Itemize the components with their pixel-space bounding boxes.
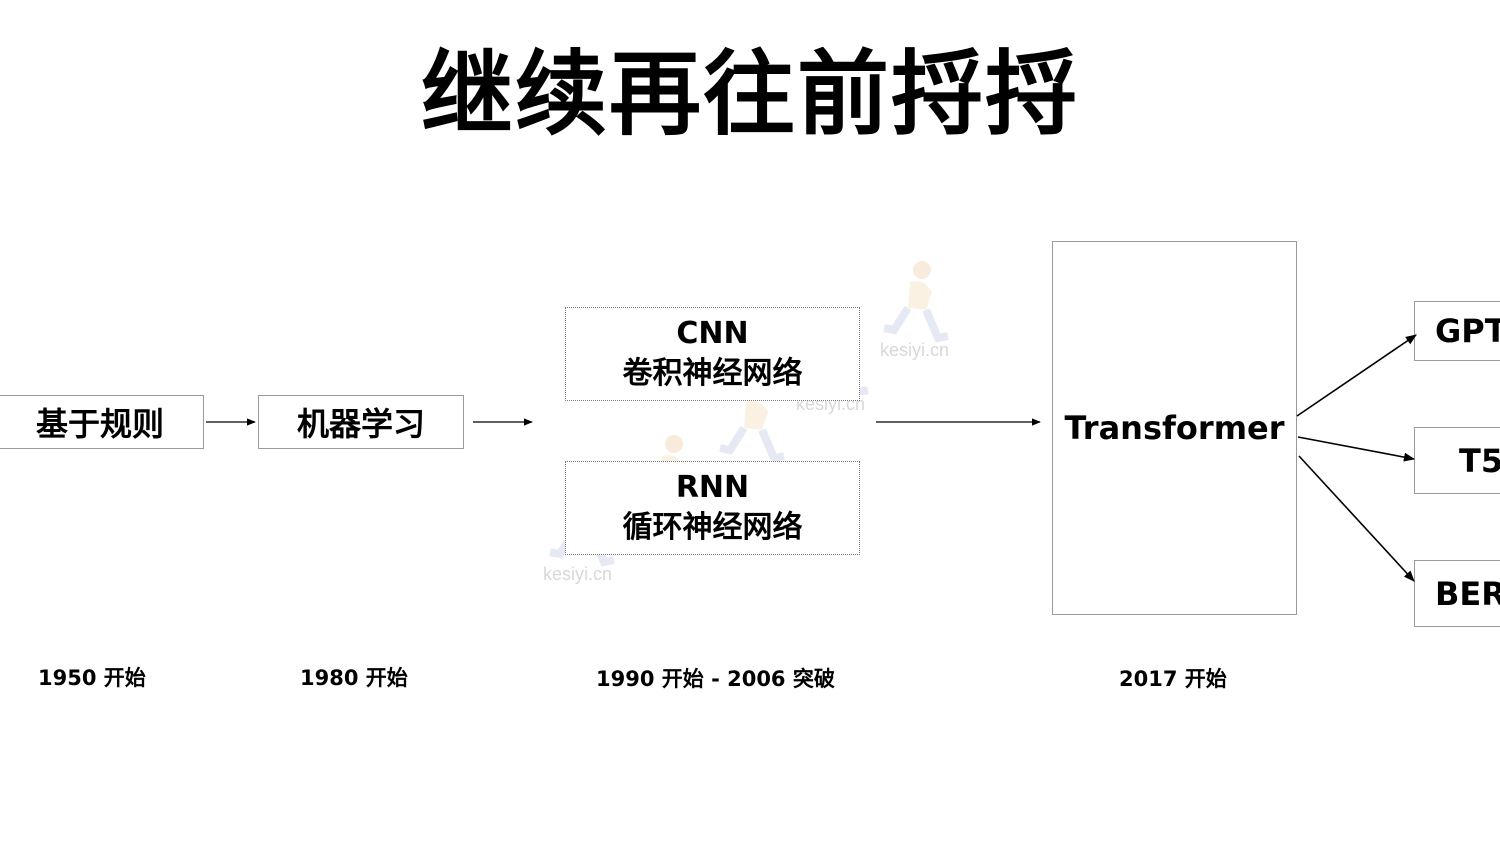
node-transformer-label: Transformer [1064, 409, 1285, 447]
node-gpt-label: GPT [1435, 312, 1500, 350]
node-rule-based-label: 基于规则 [35, 405, 164, 443]
node-t5: T5 [1414, 427, 1500, 494]
node-machine-learning-label: 机器学习 [296, 405, 425, 443]
arrow-transformer-to-bert [1298, 455, 1415, 582]
watermark-runner-icon [883, 261, 949, 343]
node-machine-learning: 机器学习 [258, 395, 464, 449]
date-rule-based: 1950 开始 [38, 666, 146, 690]
date-neural: 1990 开始 - 2006 突破 [596, 667, 835, 691]
node-t5-label: T5 [1459, 441, 1500, 480]
watermark-text: kesiyi.cn [543, 564, 613, 584]
date-transformer: 2017 开始 [1119, 667, 1227, 691]
node-rnn-name: RNN [675, 470, 750, 505]
node-bert: BERT [1414, 560, 1500, 627]
watermark-text: kesiyi.cn [880, 340, 950, 360]
date-machine-learning: 1980 开始 [300, 666, 408, 690]
node-cnn-desc: 卷积神经网络 [622, 356, 803, 391]
node-rnn-desc: 循环神经网络 [622, 510, 803, 545]
node-cnn: CNN 卷积神经网络 [565, 307, 860, 401]
arrow-transformer-to-gpt [1296, 334, 1417, 417]
node-gpt: GPT [1414, 301, 1500, 361]
node-rule-based: 基于规则 [0, 395, 204, 449]
node-bert-label: BERT [1435, 574, 1500, 613]
node-rnn: RNN 循环神经网络 [565, 461, 860, 555]
node-cnn-name: CNN [676, 316, 749, 351]
node-transformer: Transformer [1052, 241, 1297, 615]
arrow-transformer-to-t5 [1297, 436, 1416, 462]
page-title: 继续再往前捋捋 [420, 41, 1079, 148]
